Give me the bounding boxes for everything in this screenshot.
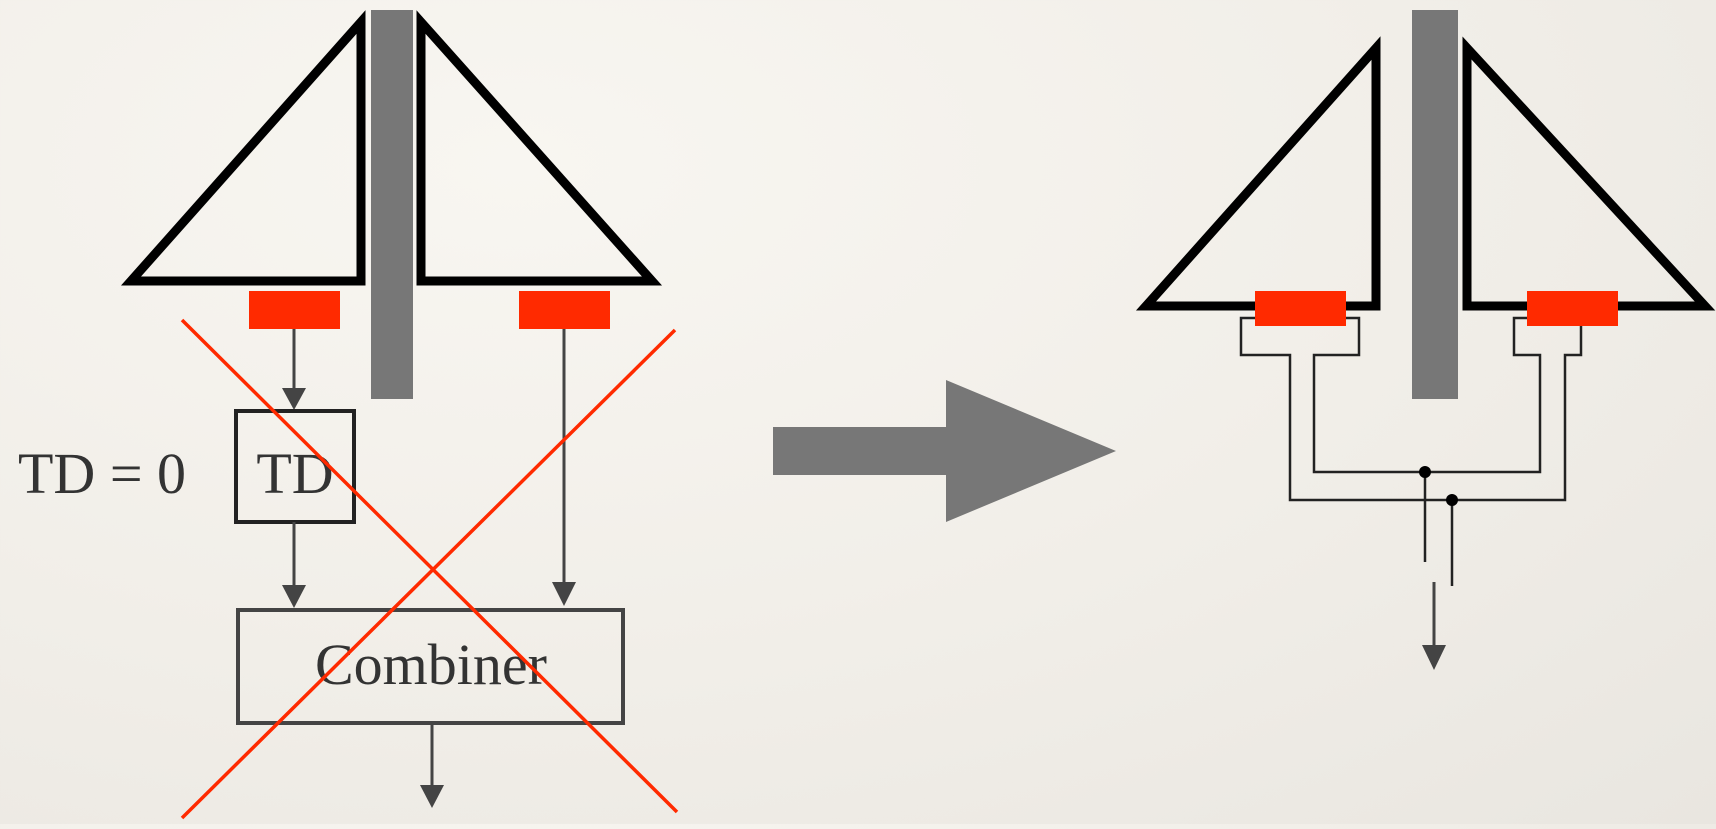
- right-output-arrow: [1422, 582, 1446, 670]
- right-antenna-left-wing: [1135, 36, 1381, 311]
- arrow-to-td-head: [282, 388, 306, 410]
- td-equation: TD = 0: [18, 441, 186, 506]
- right-antenna-mast: [1412, 10, 1458, 399]
- left-diagram: TD TD = 0 Combiner: [18, 10, 679, 820]
- left-antenna-element-right: [519, 291, 610, 329]
- right-diagram: [1135, 10, 1716, 670]
- combiner-label: Combiner: [315, 632, 547, 697]
- right-feed-network: [1239, 316, 1583, 586]
- arrow-td-to-combiner-head: [282, 585, 306, 608]
- left-signal-path: TD TD = 0 Combiner: [18, 329, 625, 808]
- left-antenna: [120, 10, 663, 399]
- junction-dot-lower: [1446, 494, 1458, 506]
- cross-out-line-1: [180, 318, 679, 814]
- cross-out-mark: [180, 318, 679, 820]
- right-antenna: [1135, 10, 1716, 399]
- right-antenna-right-wing: [1462, 36, 1716, 311]
- arrow-combiner-output-head: [420, 785, 444, 808]
- right-antenna-elements: [1255, 291, 1618, 326]
- arrow-right-element-to-combiner-head: [552, 582, 576, 606]
- right-antenna-element-left: [1255, 291, 1346, 326]
- left-antenna-right-wing: [416, 10, 663, 286]
- left-antenna-mast: [371, 10, 413, 399]
- right-junctions: [1419, 466, 1458, 506]
- left-antenna-left-wing: [120, 10, 366, 286]
- junction-dot-upper: [1419, 466, 1431, 478]
- left-antenna-element-left: [249, 291, 340, 329]
- cross-out-line-2: [180, 328, 677, 820]
- td-box-label: TD: [256, 441, 333, 506]
- right-arrow-icon: [773, 380, 1116, 522]
- left-element-feed-outer: [1239, 316, 1583, 502]
- right-antenna-element-right: [1527, 291, 1618, 326]
